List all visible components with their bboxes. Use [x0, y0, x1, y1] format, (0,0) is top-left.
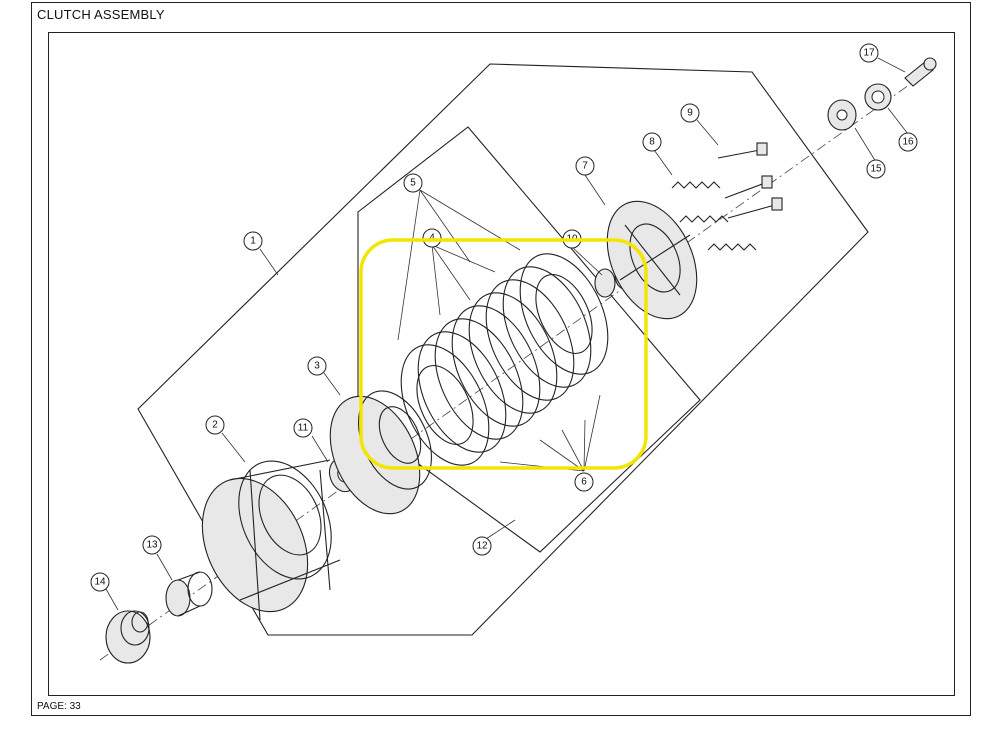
svg-text:14: 14	[94, 577, 106, 588]
part-13-bushing	[165, 571, 213, 617]
page-border	[31, 2, 971, 716]
part-4-5-6-clutch-plates	[400, 253, 609, 466]
callout-7: 7	[575, 156, 595, 176]
svg-text:8: 8	[649, 137, 655, 148]
callout-11: 11	[293, 418, 313, 438]
svg-text:15: 15	[870, 164, 882, 175]
svg-text:9: 9	[687, 108, 693, 119]
part-16-nut	[864, 83, 892, 111]
callout-15: 15	[866, 159, 886, 179]
callout-5: 5	[403, 173, 423, 193]
callout-16: 16	[898, 132, 918, 152]
svg-text:4: 4	[429, 233, 435, 244]
page-number: PAGE: 33	[37, 701, 81, 712]
svg-text:3: 3	[314, 361, 320, 372]
callout-4: 4	[422, 228, 442, 248]
svg-text:6: 6	[581, 477, 587, 488]
part-14-boss	[105, 610, 151, 664]
svg-text:5: 5	[410, 178, 416, 189]
part-9-bolts	[717, 142, 783, 219]
svg-text:7: 7	[582, 161, 588, 172]
highlight-box	[359, 238, 648, 470]
part-3-clutch-hub	[329, 390, 432, 515]
svg-text:11: 11	[298, 423, 309, 434]
diagram-frame	[48, 32, 955, 696]
callout-9: 9	[680, 103, 700, 123]
part-2-clutch-housing	[201, 459, 341, 621]
svg-text:2: 2	[212, 420, 218, 431]
callout-14: 14	[90, 572, 110, 592]
part-8-springs	[671, 181, 757, 251]
callout-1: 1	[243, 231, 263, 251]
svg-text:17: 17	[863, 48, 875, 59]
page-title: CLUTCH ASSEMBLY	[37, 7, 165, 22]
svg-text:12: 12	[476, 541, 488, 552]
kit-outline-1	[137, 63, 869, 636]
callout-2: 2	[205, 415, 225, 435]
part-15-washer	[827, 99, 857, 131]
part-7-pressure-plate	[606, 200, 698, 320]
callout-12: 12	[472, 536, 492, 556]
callout-8: 8	[642, 132, 662, 152]
kit-outline-12	[357, 126, 701, 553]
svg-text:16: 16	[902, 137, 914, 148]
svg-text:13: 13	[146, 540, 158, 551]
part-17-adjuster	[904, 57, 937, 87]
callout-17: 17	[859, 43, 879, 63]
callout-13: 13	[142, 535, 162, 555]
callout-3: 3	[307, 356, 327, 376]
callout-6: 6	[574, 472, 594, 492]
svg-text:1: 1	[250, 236, 256, 247]
